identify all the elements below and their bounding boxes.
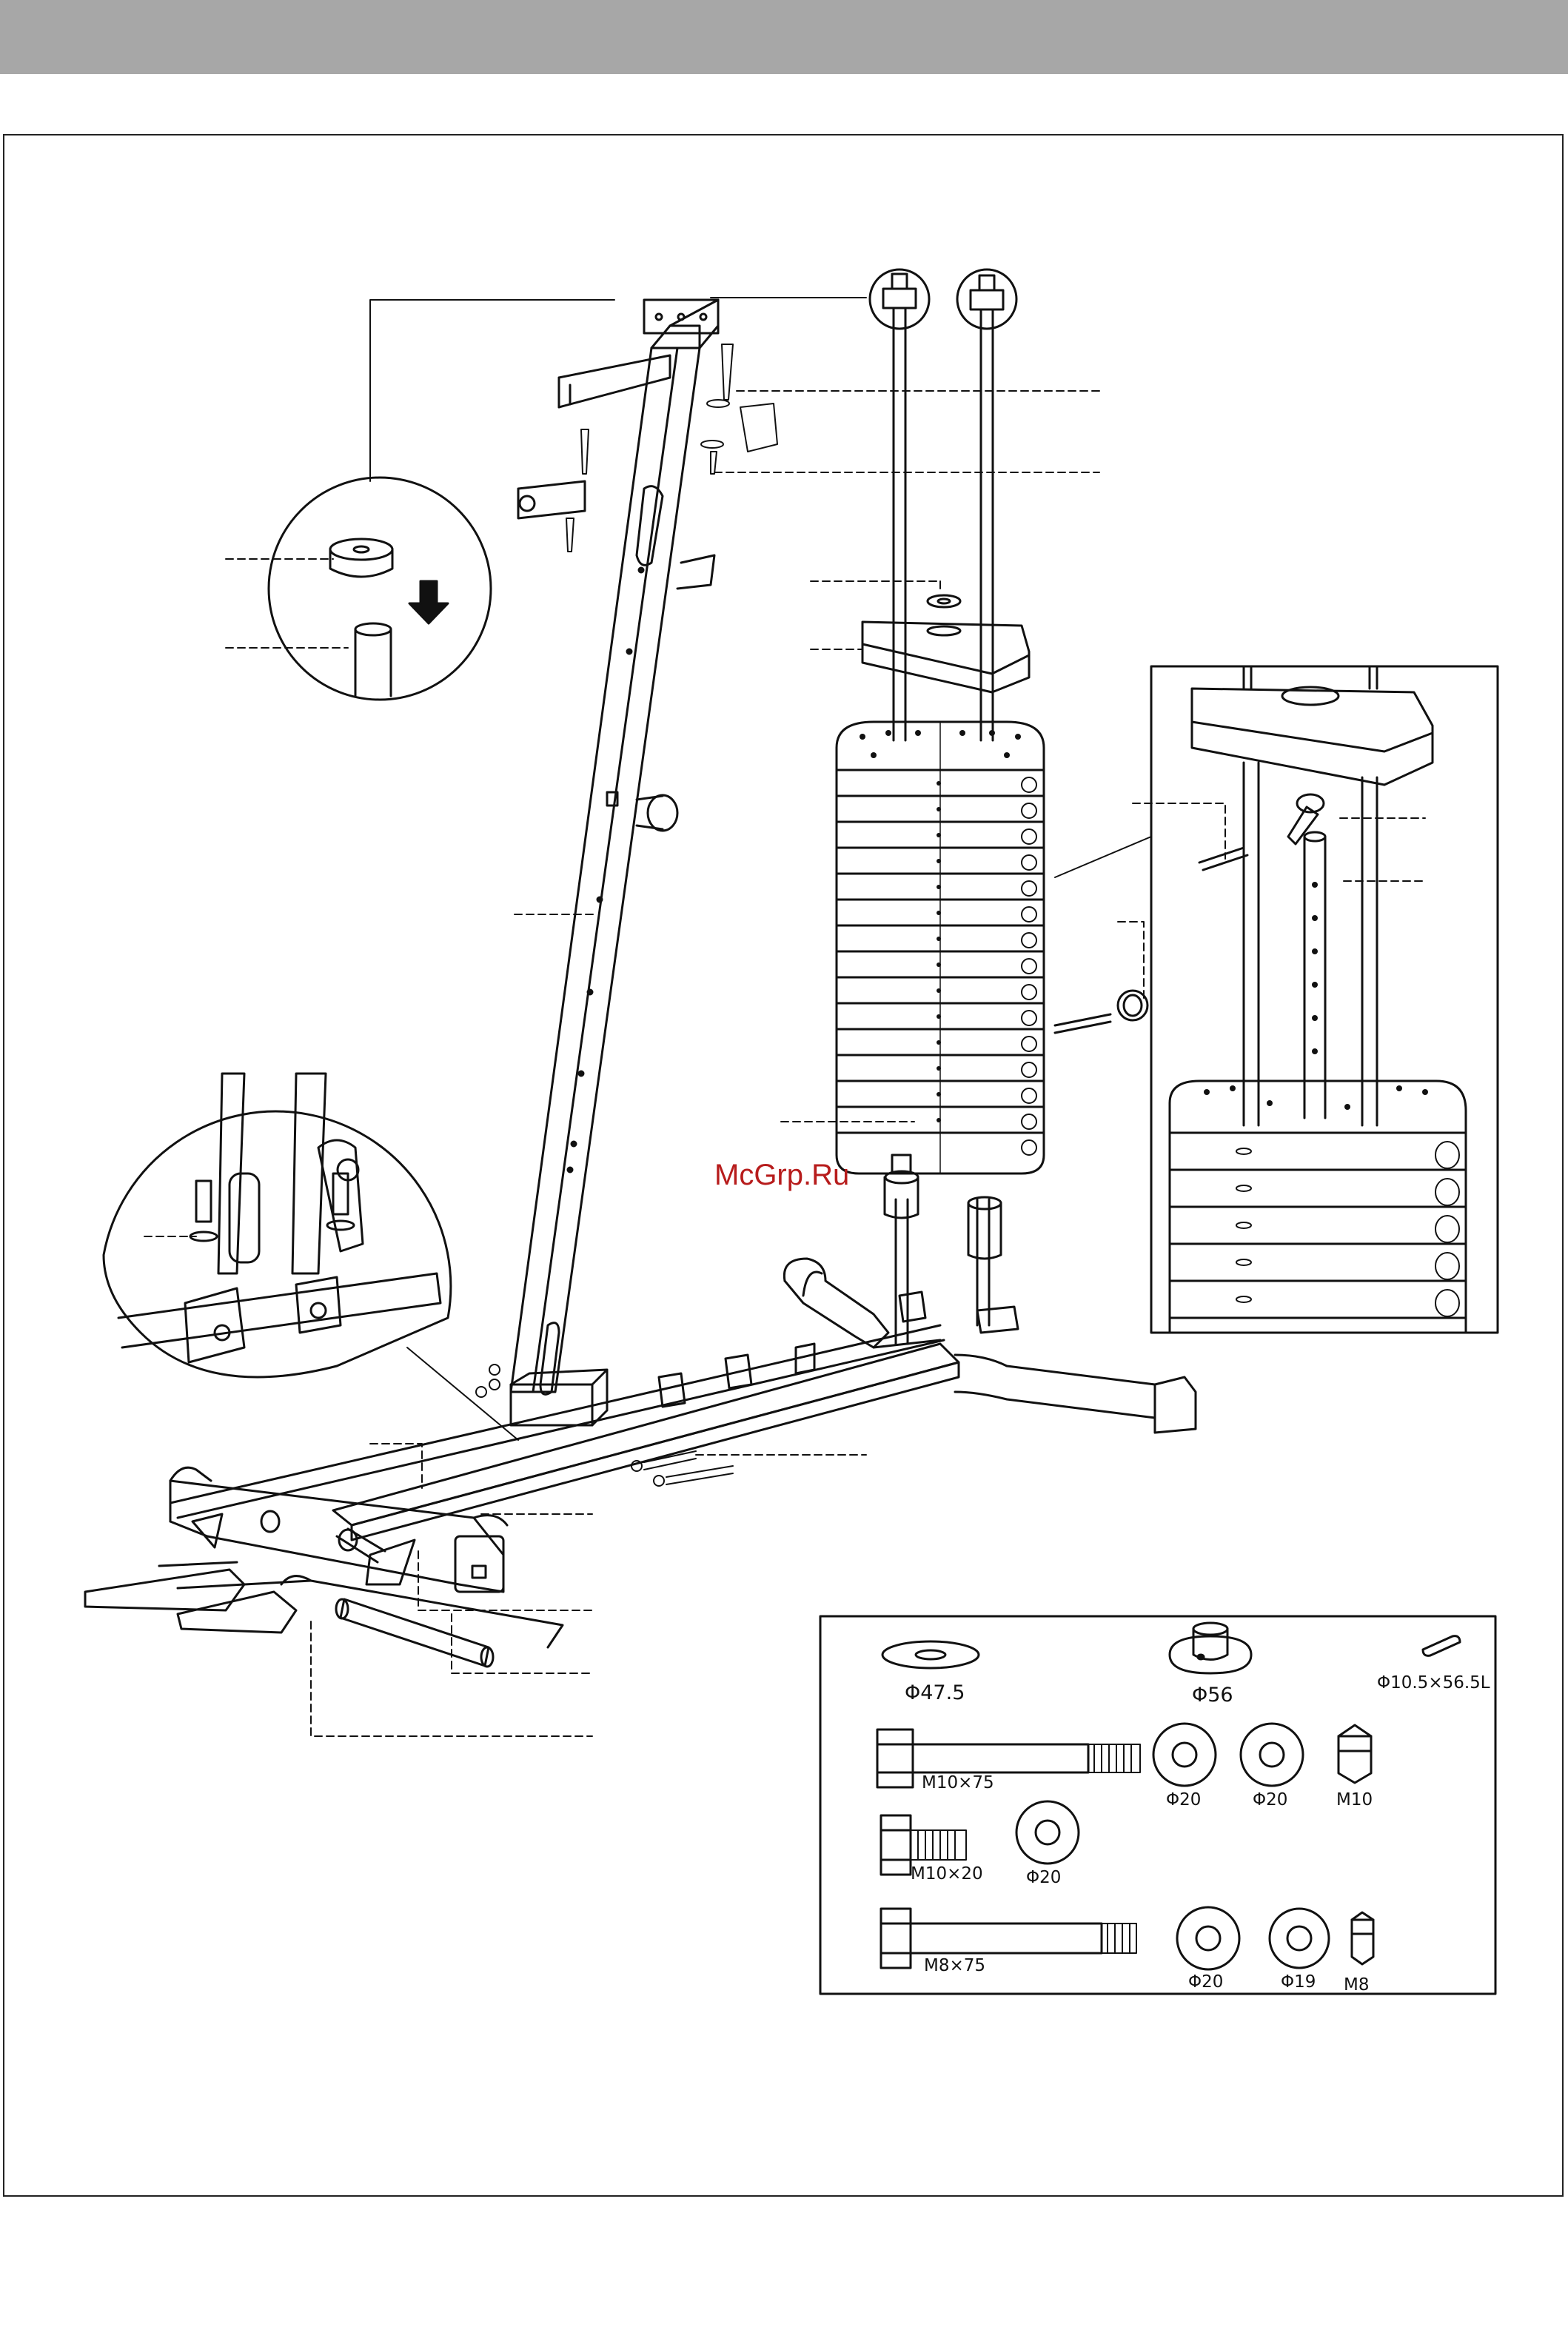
label-nut-m10: M10: [1336, 1790, 1373, 1809]
selector-pin: [1055, 991, 1147, 1033]
label-washer-47-5: Φ47.5: [905, 1681, 965, 1704]
foot-pads: [85, 1562, 311, 1633]
label-washer-19: Φ19: [1281, 1972, 1316, 1992]
label-pin: Φ10.5×56.5L: [1377, 1673, 1490, 1693]
label-bolt-m10x20: M10×20: [911, 1864, 983, 1884]
rubber-bumpers: [885, 1155, 1001, 1259]
front-assembly: [170, 1467, 507, 1592]
label-washer-20-c: Φ20: [1026, 1868, 1061, 1887]
upright-column: [511, 300, 718, 1394]
label-bolt-m10x75: M10×75: [922, 1773, 994, 1792]
detail-frame-bolts: [104, 1074, 451, 1377]
roller-tube: [281, 1576, 563, 1667]
label-spacer-56: Φ56: [1192, 1684, 1233, 1707]
stack-top-plate: [862, 595, 1029, 692]
label-washer-20-b: Φ20: [1253, 1790, 1287, 1809]
base-frame: [170, 1259, 1196, 1540]
label-bolt-m8x75: M8×75: [924, 1956, 985, 1975]
label-nut-m8: M8: [1344, 1975, 1369, 1995]
column-top-bolts: [566, 344, 777, 552]
label-washer-20-d: Φ20: [1188, 1972, 1223, 1992]
detail-selector-stem: [1151, 666, 1498, 1333]
watermark-text: McGrp.Ru: [714, 1159, 849, 1191]
label-washer-20-a: Φ20: [1166, 1790, 1201, 1809]
weight-stack: [837, 722, 1044, 1174]
detail-spacer: [269, 478, 491, 700]
hardware-labels: Φ47.5 Φ56 Φ10.5×56.5L M10×75 Φ20 Φ20 M10…: [905, 1673, 1490, 1995]
leader-lines: [144, 391, 1425, 1736]
